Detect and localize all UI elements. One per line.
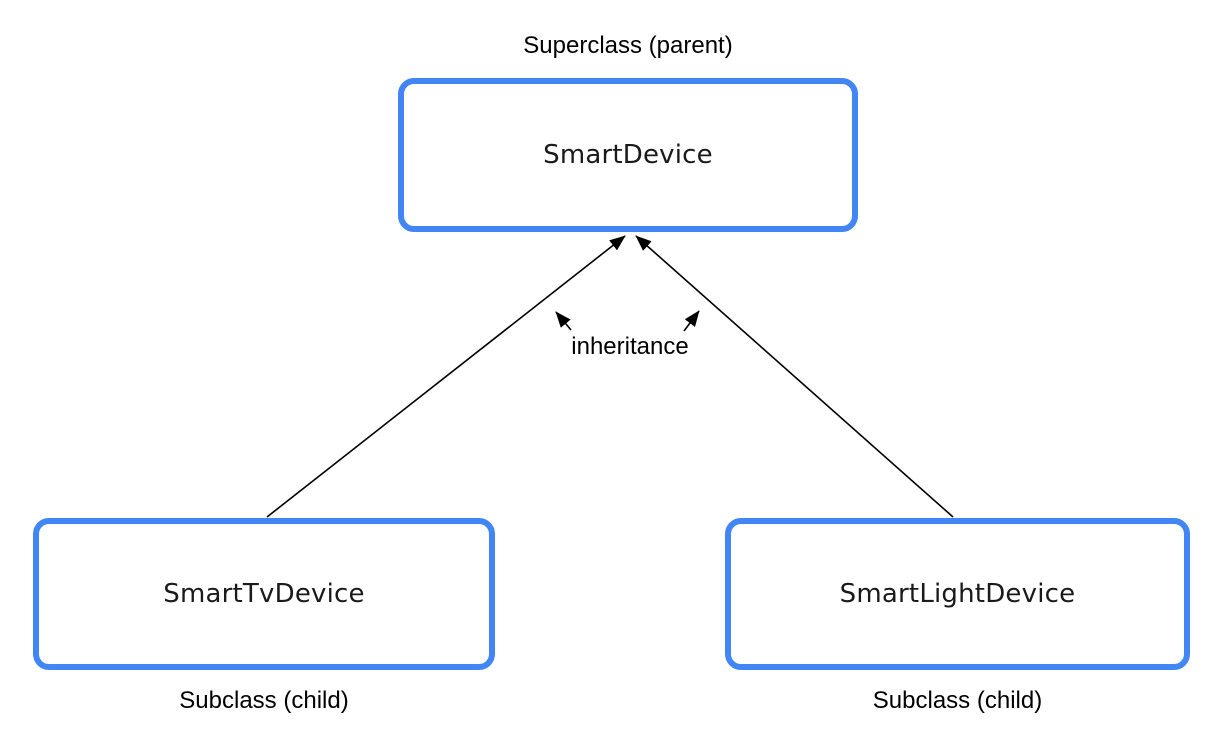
- subclass-box-right: SmartLightDevice: [725, 518, 1190, 670]
- inheritance-label: inheritance: [571, 333, 689, 360]
- subclass-left-name: SmartTvDevice: [163, 579, 365, 609]
- subclass-box-left: SmartTvDevice: [33, 518, 495, 670]
- subclass-right-name: SmartLightDevice: [839, 579, 1076, 609]
- inheritance-pointer-right-icon: [683, 310, 700, 332]
- inheritance-arrow-left: [266, 235, 626, 518]
- inheritance-pointer-left-icon: [555, 311, 572, 331]
- superclass-box: SmartDevice: [398, 78, 858, 232]
- subclass-right-role-label: Subclass (child): [872, 687, 1043, 714]
- subclass-left-role-label: Subclass (child): [179, 687, 349, 714]
- superclass-role-label: Superclass (parent): [523, 32, 733, 59]
- superclass-name: SmartDevice: [543, 140, 713, 170]
- inheritance-arrow-right: [635, 235, 954, 518]
